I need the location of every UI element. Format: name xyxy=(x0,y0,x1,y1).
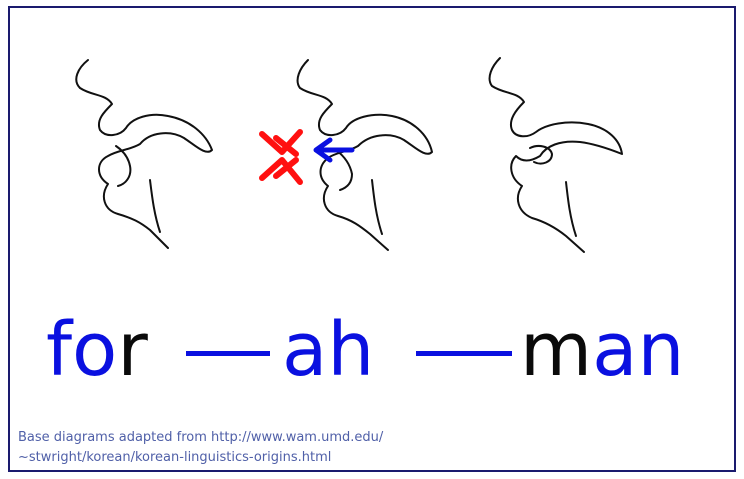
syllable-transcription: for ah man xyxy=(0,300,744,400)
syllable-2-part-1: ah xyxy=(282,307,374,393)
head-profile-3 xyxy=(490,58,622,252)
head-profile-1 xyxy=(76,60,212,248)
red-arrow-down-icon xyxy=(262,132,300,154)
blue-arrow-left-icon xyxy=(316,140,352,160)
syllable-1-part-2: r xyxy=(117,307,147,393)
syllable-3: man xyxy=(520,300,684,400)
syllable-3-part-2: an xyxy=(592,307,684,393)
syllable-1: for xyxy=(46,300,148,400)
syllable-1-part-1: fo xyxy=(46,307,117,393)
caption-line-1: Base diagrams adapted from http://www.wa… xyxy=(18,428,578,448)
caption-line-2: ~stwright/korean/korean-linguistics-orig… xyxy=(18,448,578,468)
articulation-diagrams xyxy=(0,0,744,290)
red-arrow-up-icon xyxy=(262,160,300,182)
dash-1 xyxy=(186,351,270,356)
red-arrows xyxy=(262,132,300,182)
syllable-3-part-1: m xyxy=(520,307,592,393)
syllable-2: ah xyxy=(282,300,374,400)
head-profile-2 xyxy=(298,60,432,250)
caption: Base diagrams adapted from http://www.wa… xyxy=(18,428,578,468)
dash-2 xyxy=(416,351,512,356)
